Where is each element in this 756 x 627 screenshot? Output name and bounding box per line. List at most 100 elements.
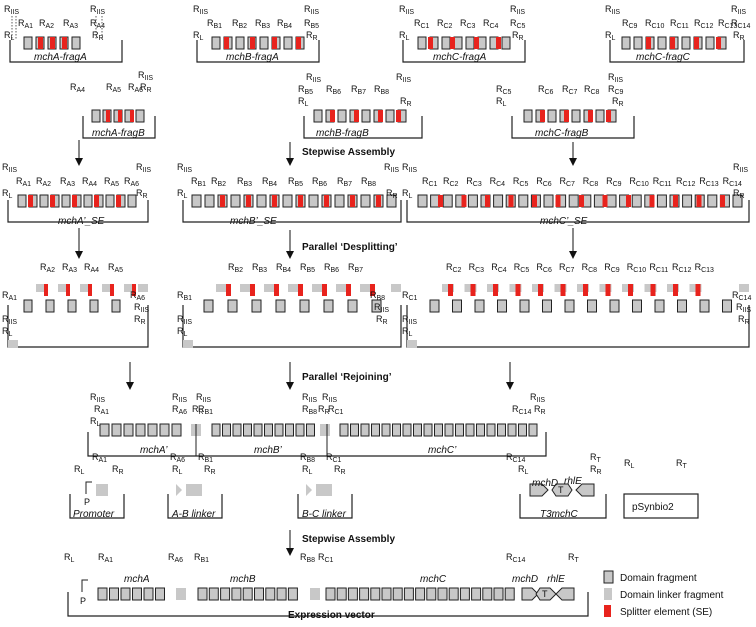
splitter-element — [224, 37, 229, 49]
domain-block — [222, 423, 231, 437]
label-mchC-fragA: mchC-fragA — [433, 52, 487, 63]
label-ab-linker: A-B linker — [171, 509, 216, 520]
restriction-site-label: RR — [192, 404, 204, 416]
linker-fragment — [407, 340, 417, 348]
restriction-site-label: RIIS — [402, 162, 417, 174]
restriction-site-label: RL — [74, 464, 85, 476]
splitter-element — [560, 284, 566, 296]
splitter-element — [564, 110, 569, 122]
label-t3-mchD: mchD — [532, 478, 558, 489]
domain-block — [707, 194, 718, 208]
domain-block — [507, 423, 517, 437]
domain-block — [299, 299, 310, 313]
restriction-site-label: RR — [376, 314, 388, 326]
splitter-element — [50, 195, 55, 207]
domain-block — [359, 587, 370, 601]
restriction-site-label: RL — [399, 30, 410, 42]
restriction-site-label: RR — [306, 30, 318, 42]
psynbio2-box — [623, 493, 699, 519]
linker-fragment — [176, 588, 186, 600]
restriction-site-label: RR — [612, 96, 624, 108]
vector-backbone — [67, 592, 589, 617]
restriction-site-label: RC6 — [538, 84, 554, 96]
splitter-element — [132, 284, 136, 296]
restriction-site-label: RB2 — [211, 176, 226, 188]
linker-fragment — [320, 424, 330, 436]
splitter-element — [50, 37, 55, 49]
restriction-site-label: RIIS — [172, 392, 187, 404]
final-terminator — [535, 587, 557, 601]
restriction-site-label: RC8 — [583, 176, 599, 188]
domain-block — [276, 587, 287, 601]
restriction-site-label: RR — [386, 188, 398, 200]
splitter-element — [493, 284, 498, 296]
restriction-site-label: RB7 — [337, 176, 352, 188]
domain-block — [275, 299, 286, 313]
domain-block — [45, 299, 55, 313]
domain-block — [371, 299, 382, 313]
domain-block — [135, 109, 145, 123]
restriction-site-label: RIIS — [90, 392, 105, 404]
domain-block — [253, 423, 263, 437]
restriction-site-label: RB8 — [302, 404, 317, 416]
domain-block — [543, 194, 554, 208]
restriction-site-label: RC10 — [627, 262, 646, 274]
linker-fragment — [36, 284, 46, 292]
domain-block — [97, 587, 108, 601]
domain-block — [568, 194, 579, 208]
splitter-element — [274, 284, 279, 296]
splitter-element — [555, 195, 561, 207]
restriction-site-label: RIIS — [138, 70, 153, 82]
restriction-site-label: RA2 — [36, 176, 51, 188]
legend-splitter-swatch — [604, 605, 611, 617]
restriction-site-label: RB5 — [304, 18, 319, 30]
label-rejoin-mchC: mchC’ — [428, 445, 457, 456]
domain-block — [243, 423, 252, 437]
splitter-element — [540, 110, 545, 122]
restriction-site-label: RC4 — [483, 18, 499, 30]
linker-arrow — [176, 484, 182, 496]
splitter-element — [470, 284, 476, 296]
restriction-site-label: RC9 — [606, 176, 622, 188]
domain-block — [442, 194, 453, 208]
domain-block — [571, 109, 581, 123]
domain-block — [283, 36, 293, 50]
restriction-site-label: RB1 — [191, 176, 206, 188]
domain-block — [147, 423, 158, 437]
splitter-element — [354, 110, 359, 122]
promoter-glyph — [85, 481, 92, 494]
domain-block — [497, 423, 506, 437]
restriction-site-label: RIIS — [731, 4, 746, 16]
restriction-site-label: RB8 — [374, 84, 389, 96]
restriction-site-label: RA4 — [84, 262, 99, 274]
domain-block — [159, 423, 170, 437]
linker-arrow — [306, 484, 312, 496]
linker-fragment — [58, 284, 68, 292]
legend-domain-swatch — [603, 570, 614, 584]
label-mchA-fragA: mchA-fragA — [34, 52, 87, 63]
domain-block — [417, 36, 427, 50]
domain-block — [23, 299, 33, 313]
domain-block — [265, 587, 276, 601]
restriction-site-label: RIIS — [396, 72, 411, 84]
restriction-site-label: RB6 — [312, 176, 327, 188]
splitter-element — [496, 37, 501, 49]
restriction-site-label: RIIS — [605, 4, 620, 16]
restriction-site-label: RC14 — [506, 452, 525, 464]
restriction-site-label: RC12 — [694, 18, 713, 30]
restriction-site-label: RL — [402, 326, 413, 338]
splitter-element — [583, 284, 588, 296]
domain-block — [417, 194, 428, 208]
restriction-site-label: RA6 — [168, 552, 183, 564]
splitter-element — [673, 284, 678, 296]
linker-fragment — [216, 284, 228, 292]
restriction-site-label: RB5 — [288, 176, 303, 188]
restriction-site-label: RA1 — [2, 290, 17, 302]
restriction-site-label: RC12 — [672, 262, 691, 274]
restriction-site-label: RT — [676, 458, 688, 470]
domain-block — [434, 423, 443, 437]
restriction-site-label: RC8 — [582, 262, 598, 274]
linker-fragment — [739, 284, 749, 292]
domain-block — [350, 423, 359, 437]
restriction-site-label: RB3 — [255, 18, 270, 30]
